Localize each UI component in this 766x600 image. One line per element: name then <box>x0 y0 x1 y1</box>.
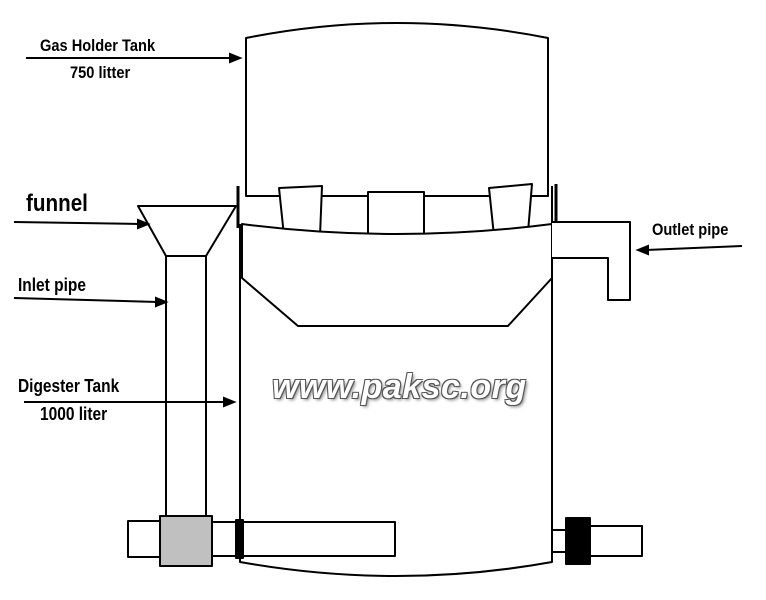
gas-holder-skirt <box>241 223 553 327</box>
digester-pointer-arrow <box>24 396 237 408</box>
digester-capacity-label: 1000 liter <box>40 404 108 424</box>
digester-title-label: Digester Tank <box>18 376 120 396</box>
gas-holder-capacity-label: 750 litter <box>70 63 131 82</box>
inlet-pipe <box>165 256 207 524</box>
left-coupling <box>159 515 213 567</box>
gas-holder-title-label: Gas Holder Tank <box>40 36 156 55</box>
right-coupling <box>565 517 591 565</box>
outlet-bottom-stub <box>551 529 567 553</box>
funnel-pointer-arrow <box>13 218 151 230</box>
gas-holder-tank <box>241 22 553 327</box>
website-watermark: www.paksc.org <box>272 368 527 406</box>
gas-holder-block-center <box>367 191 425 239</box>
digester-wall-seal <box>235 519 244 559</box>
outlet-pipe-label: Outlet pipe <box>652 220 729 239</box>
funnel <box>137 205 237 257</box>
outlet-pipe-pointer-arrow <box>635 244 743 256</box>
bottom-pipe-left-end <box>127 520 163 558</box>
inlet-pipe-pointer-arrow <box>13 296 169 308</box>
outlet-pipe <box>552 221 631 301</box>
gas-holder-pointer-arrow <box>26 52 243 64</box>
inlet-pipe-label: Inlet pipe <box>18 275 86 295</box>
funnel-label: funnel <box>26 190 88 217</box>
